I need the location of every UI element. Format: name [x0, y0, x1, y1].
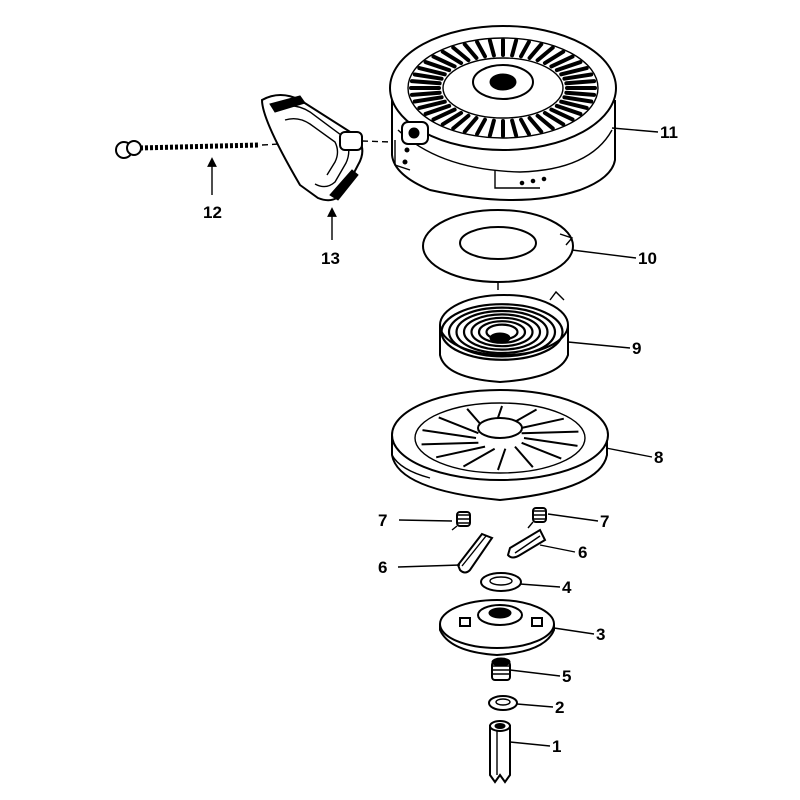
callout-9: 9 [632, 339, 641, 358]
callout-5: 5 [562, 667, 571, 686]
part-9-recoil-spring [439, 290, 569, 384]
part-10-spring-plate [422, 209, 574, 290]
callout-2: 2 [555, 698, 564, 717]
part-2-washer [488, 695, 518, 711]
callout-6-right: 6 [578, 543, 587, 562]
callout-7-left: 7 [378, 511, 387, 530]
callout-1: 1 [552, 737, 561, 756]
callout-3: 3 [596, 625, 605, 644]
part-11-starter-housing [389, 25, 617, 201]
callout-7-right: 7 [600, 512, 609, 531]
part-12-starter-rope [115, 140, 281, 159]
part-5-center-screw [491, 657, 511, 681]
part-3-pawl-retainer [439, 599, 555, 657]
callout-12: 12 [203, 203, 222, 222]
callout-8: 8 [654, 448, 663, 467]
callout-13: 13 [321, 249, 340, 268]
part-7-pawl-springs [451, 507, 547, 531]
part-6-pawls [456, 528, 547, 574]
part-8-rope-pulley [391, 389, 609, 502]
part-4-washer [480, 572, 522, 592]
callout-11: 11 [660, 123, 678, 142]
callout-4: 4 [562, 578, 572, 597]
callout-6-left: 6 [378, 558, 387, 577]
callout-leaders [207, 127, 659, 747]
part-1-center-pin [489, 720, 511, 784]
spring-coils [440, 303, 564, 361]
callout-10: 10 [638, 249, 657, 268]
housing-vent-slots [409, 38, 597, 138]
part-13-starter-handle [260, 94, 393, 202]
